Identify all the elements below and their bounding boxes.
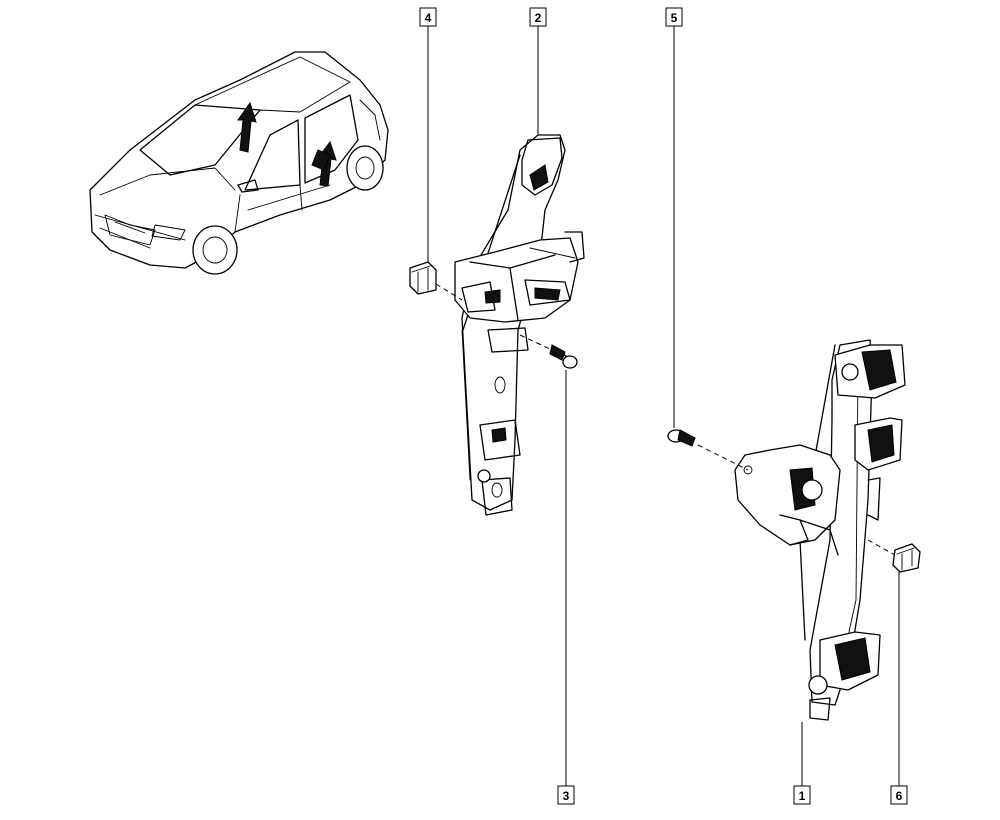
- clip-part-4-icon: [409, 261, 437, 295]
- bolt-part-5-icon: [667, 429, 749, 471]
- callout-1: 1: [793, 785, 811, 805]
- car-locator-icon: [89, 51, 389, 275]
- callout-label-6: 6: [896, 789, 903, 803]
- callout-4: 4: [419, 7, 437, 27]
- screw-part-3-icon: [519, 334, 578, 369]
- callout-label-1: 1: [799, 789, 806, 803]
- front-window-regulator-icon: [454, 134, 585, 516]
- callout-2: 2: [529, 7, 547, 27]
- callout-label-5: 5: [671, 11, 678, 25]
- clip-part-6-icon: [867, 539, 921, 573]
- callout-label-4: 4: [425, 11, 432, 25]
- callout-label-3: 3: [563, 789, 570, 803]
- callout-5: 5: [665, 7, 683, 27]
- callout-label-2: 2: [535, 11, 542, 25]
- callout-3: 3: [557, 785, 575, 805]
- callout-6: 6: [890, 785, 908, 805]
- rear-window-regulator-icon: [734, 339, 906, 721]
